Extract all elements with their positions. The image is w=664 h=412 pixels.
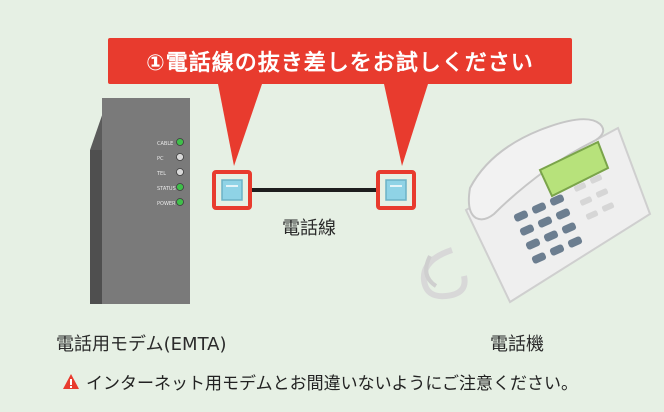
modem-led-tel [176,168,184,176]
modem-led-label-status: STATUS [157,186,176,192]
modem-led-label-cable: CABLE [157,141,173,147]
phone-label: 電話機 [490,334,544,355]
modem-led-cable [176,138,184,146]
warning-text: インターネット用モデムとお間違いないようにご注意ください。 [86,374,578,394]
modem-led-panel: CABLE PC TEL STATUS POWER [156,138,184,207]
banner-pointer-right [384,84,428,166]
connector-right [376,170,416,210]
modem-label: 電話用モデム(EMTA) [56,334,227,355]
modem-led-pc [176,153,184,161]
banner-pointer-left [218,84,262,166]
warning-note: インターネット用モデムとお間違いないようにご注意ください。 [62,369,578,394]
connector-left [212,170,252,210]
modem-led-power [176,198,184,206]
modem-led-status [176,183,184,191]
telephone-device [420,118,652,304]
modem-device [90,98,190,304]
instruction-banner: ①電話線の抜き差しをお試しください [108,38,572,84]
warning-triangle-icon [63,374,79,389]
modem-led-label-pc: PC [157,156,164,162]
modem-led-label-power: POWER [157,201,176,207]
modem-led-label-tel: TEL [156,171,166,177]
cable-label: 電話線 [282,218,336,239]
